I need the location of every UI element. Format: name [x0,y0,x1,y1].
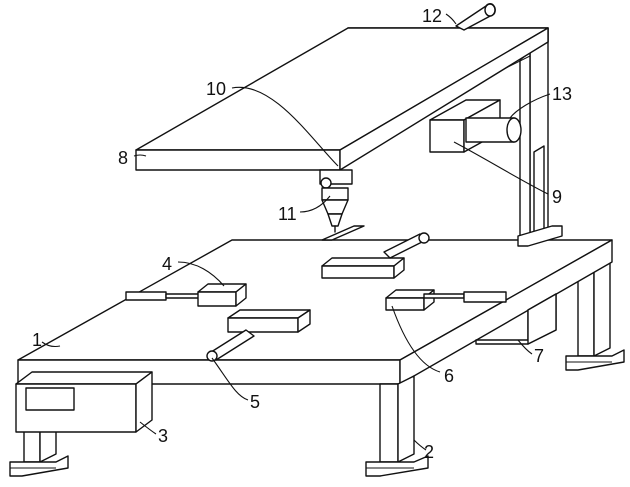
label-8: 8 [118,148,128,168]
table [17,225,613,385]
clamp-left [125,283,247,307]
top-roller [455,3,496,31]
label-7: 7 [534,346,544,366]
label-2: 2 [424,442,434,462]
spray-nozzle [319,169,353,233]
label-1: 1 [32,330,42,350]
label-13: 13 [552,84,572,104]
top-beam [135,27,549,171]
motor-cylinder [465,117,522,143]
leader-lines [41,13,551,451]
clamp-right [385,289,507,311]
clamp-center-back [321,232,430,279]
label-12: 12 [422,6,442,26]
control-box [15,371,153,433]
reference-numerals: 1 2 3 4 5 6 7 8 9 10 11 12 13 [32,6,572,462]
label-10: 10 [206,79,226,99]
under-box [475,293,557,345]
label-4: 4 [162,254,172,274]
clamp-center-front [206,309,311,362]
label-5: 5 [250,392,260,412]
middle-leg [365,375,429,477]
label-6: 6 [444,366,454,386]
label-11: 11 [278,204,297,224]
label-3: 3 [158,426,168,446]
label-9: 9 [552,187,562,207]
